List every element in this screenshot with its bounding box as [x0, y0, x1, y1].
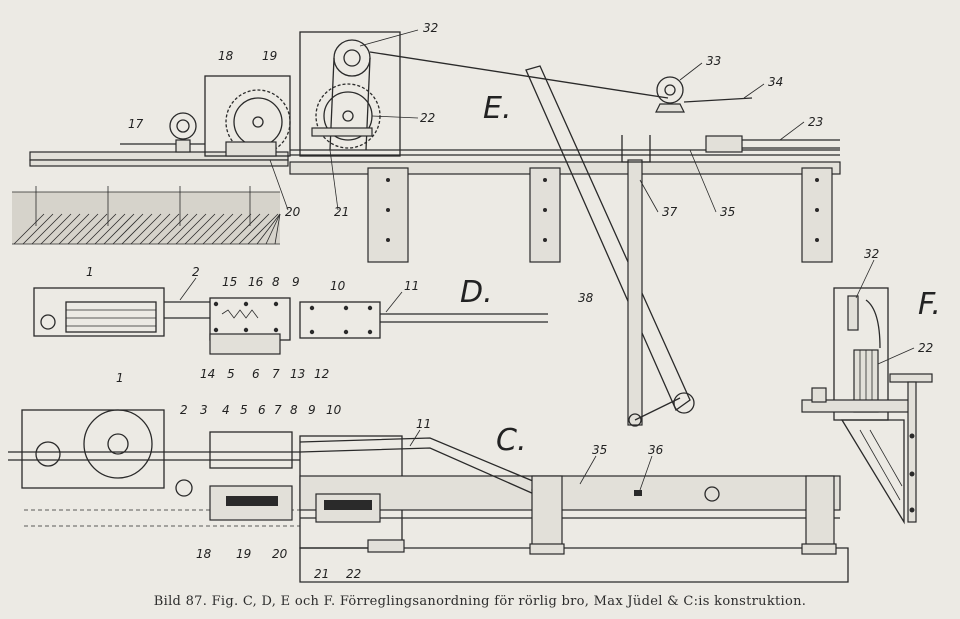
label-d-16: 16 [248, 275, 264, 289]
label-c-3: 3 [200, 403, 208, 417]
label-e-18: 18 [218, 49, 234, 63]
label-e-33: 33 [706, 54, 721, 68]
label-d-13: 13 [290, 367, 305, 381]
label-e-38: 38 [578, 291, 594, 305]
label-f-32: 32 [864, 247, 879, 261]
label-e-22: 22 [420, 111, 435, 125]
label-e-23: 23 [808, 115, 823, 129]
figure-caption: Bild 87. Fig. C, D, E och F. Förreglings… [153, 594, 807, 609]
label-d-1: 1 [86, 265, 94, 279]
figure-letter-d: D. [460, 275, 493, 310]
figure-e [12, 31, 841, 427]
label-d-9: 9 [292, 275, 300, 289]
label-c-10: 10 [326, 403, 342, 417]
label-e-21: 21 [334, 205, 349, 219]
label-f-22: 22 [918, 341, 933, 355]
label-c-20: 20 [272, 547, 288, 561]
figure-letter-e: E. [483, 91, 512, 126]
label-d-7: 7 [272, 367, 280, 381]
label-c-9: 9 [308, 403, 316, 417]
label-c-6: 6 [258, 403, 266, 417]
label-e-19: 19 [262, 49, 277, 63]
label-c-19: 19 [236, 547, 251, 561]
figure-letter-f: F. [918, 287, 941, 322]
label-e-32: 32 [423, 21, 438, 35]
label-d-5: 5 [227, 367, 235, 381]
label-c-21: 21 [314, 567, 329, 581]
label-e-37: 37 [662, 205, 678, 219]
label-d-2: 2 [192, 265, 200, 279]
label-c-22: 22 [346, 567, 361, 581]
label-d-8: 8 [272, 275, 280, 289]
label-c-11: 11 [416, 417, 431, 431]
label-e-20: 20 [285, 205, 301, 219]
label-d-11: 11 [404, 279, 419, 293]
label-c-7: 7 [274, 403, 282, 417]
label-c-5: 5 [240, 403, 248, 417]
label-d-10: 10 [330, 279, 346, 293]
figure-letter-c: C. [496, 423, 526, 458]
label-e-17: 17 [128, 117, 144, 131]
leader-lines [179, 29, 915, 491]
label-c-8: 8 [290, 403, 298, 417]
label-c-1: 1 [116, 371, 124, 385]
label-e-34: 34 [768, 75, 783, 89]
label-c-35: 35 [592, 443, 607, 457]
label-c-18: 18 [196, 547, 212, 561]
label-c-2: 2 [180, 403, 188, 417]
label-e-35: 35 [720, 205, 735, 219]
label-d-6: 6 [252, 367, 260, 381]
figure-c [8, 409, 849, 583]
figure-d [33, 287, 548, 355]
label-d-15: 15 [222, 275, 237, 289]
label-c-4: 4 [222, 403, 230, 417]
label-d-14: 14 [200, 367, 215, 381]
label-d-12: 12 [314, 367, 329, 381]
label-c-36: 36 [648, 443, 664, 457]
figure-f [801, 287, 933, 525]
